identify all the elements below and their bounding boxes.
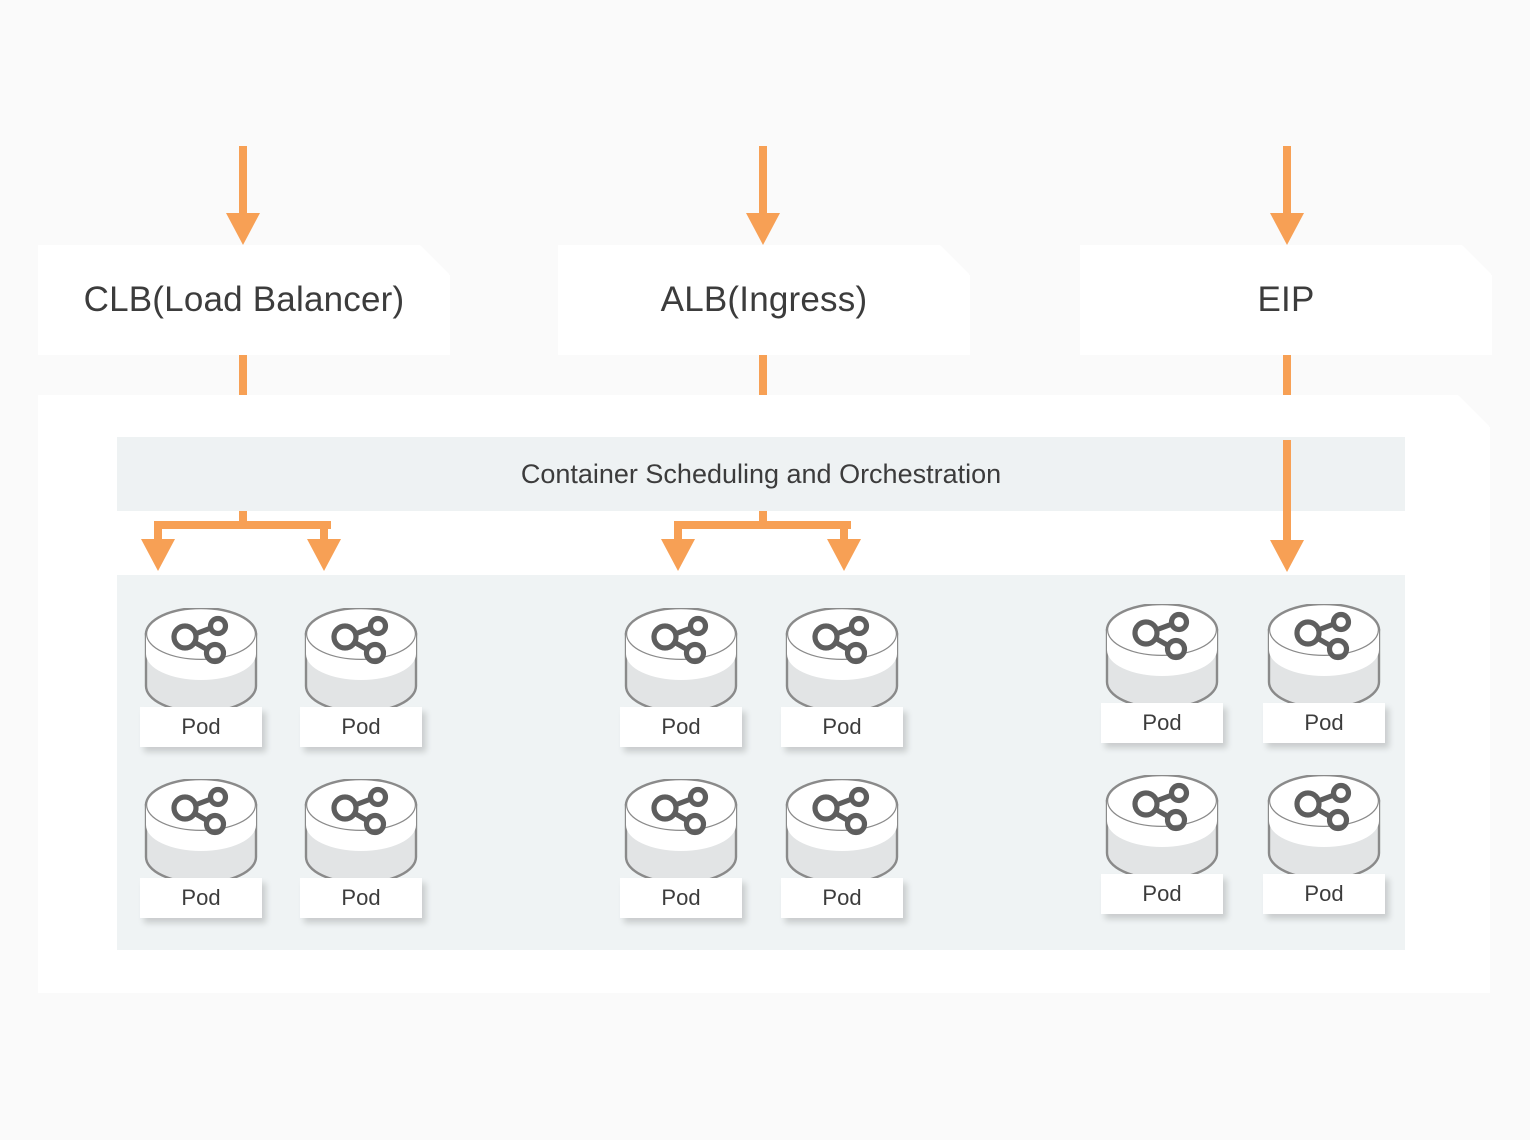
pod-cylinder-icon — [1105, 604, 1219, 708]
share-nodes-icon — [651, 615, 709, 665]
share-nodes-icon — [171, 786, 229, 836]
share-nodes-icon — [171, 615, 229, 665]
pod-cylinder-icon — [144, 608, 258, 712]
share-nodes-icon — [331, 615, 389, 665]
pod-cylinder-icon — [1267, 604, 1381, 708]
direct-arrow-head — [1270, 540, 1304, 572]
pod-label: Pod — [1101, 703, 1223, 743]
share-nodes-icon — [1294, 782, 1352, 832]
branch-arrow-head-left — [141, 539, 175, 571]
pod-label: Pod — [300, 878, 422, 918]
branch-stem — [759, 511, 767, 527]
pod-cylinder-icon — [304, 779, 418, 883]
pod-label: Pod — [781, 707, 903, 747]
entity-label-eip: EIP — [1257, 280, 1315, 319]
pod-cylinder-icon — [785, 608, 899, 712]
pod-node[interactable]: Pod — [300, 608, 422, 758]
arrow-shaft — [239, 146, 247, 218]
pod-cylinder-icon — [304, 608, 418, 712]
pod-node[interactable]: Pod — [620, 608, 742, 758]
branch-drop-right — [840, 521, 848, 543]
share-nodes-icon — [651, 786, 709, 836]
arrow-shaft — [1283, 146, 1291, 218]
pod-cylinder-icon — [144, 779, 258, 883]
entity-box-clb[interactable]: CLB(Load Balancer) — [38, 245, 450, 355]
branch-drop-left — [154, 521, 162, 543]
pod-node[interactable]: Pod — [781, 608, 903, 758]
pod-node[interactable]: Pod — [300, 779, 422, 929]
entity-label-clb: CLB(Load Balancer) — [83, 280, 405, 319]
branch-arrow-head-right — [827, 539, 861, 571]
branch-drop-right — [320, 521, 328, 543]
orchestration-label: Container Scheduling and Orchestration — [520, 458, 1002, 489]
pod-label: Pod — [620, 707, 742, 747]
orchestration-band: Container Scheduling and Orchestration — [117, 437, 1405, 511]
pod-node[interactable]: Pod — [781, 779, 903, 929]
pod-label: Pod — [781, 878, 903, 918]
branch-stem — [239, 511, 247, 527]
branch-bar — [678, 521, 851, 529]
entity-box-eip[interactable]: EIP — [1080, 245, 1492, 355]
direct-shaft — [1283, 440, 1291, 545]
pod-cylinder-icon — [785, 779, 899, 883]
pod-node[interactable]: Pod — [140, 779, 262, 929]
pod-label: Pod — [140, 878, 262, 918]
share-nodes-icon — [812, 786, 870, 836]
pod-node[interactable]: Pod — [1263, 775, 1385, 925]
pod-cylinder-icon — [1105, 775, 1219, 879]
pod-label: Pod — [1263, 703, 1385, 743]
pod-node[interactable]: Pod — [620, 779, 742, 929]
share-nodes-icon — [331, 786, 389, 836]
share-nodes-icon — [1132, 782, 1190, 832]
pod-label: Pod — [1101, 874, 1223, 914]
pod-node[interactable]: Pod — [1101, 604, 1223, 754]
branch-drop-left — [674, 521, 682, 543]
share-nodes-icon — [1132, 611, 1190, 661]
pod-cylinder-icon — [624, 608, 738, 712]
pod-label: Pod — [1263, 874, 1385, 914]
arrow-shaft — [759, 146, 767, 218]
pod-label: Pod — [140, 707, 262, 747]
pod-label: Pod — [620, 878, 742, 918]
arrow-head — [1270, 213, 1304, 245]
share-nodes-icon — [812, 615, 870, 665]
branch-arrow-head-right — [307, 539, 341, 571]
pod-cylinder-icon — [624, 779, 738, 883]
pod-label: Pod — [300, 707, 422, 747]
pod-cylinder-icon — [1267, 775, 1381, 879]
arrow-head — [226, 213, 260, 245]
pod-node[interactable]: Pod — [1263, 604, 1385, 754]
pod-node[interactable]: Pod — [1101, 775, 1223, 925]
share-nodes-icon — [1294, 611, 1352, 661]
entity-box-alb[interactable]: ALB(Ingress) — [558, 245, 970, 355]
branch-bar — [158, 521, 331, 529]
entity-label-alb: ALB(Ingress) — [660, 280, 868, 319]
arrow-head — [746, 213, 780, 245]
pod-node[interactable]: Pod — [140, 608, 262, 758]
branch-arrow-head-left — [661, 539, 695, 571]
